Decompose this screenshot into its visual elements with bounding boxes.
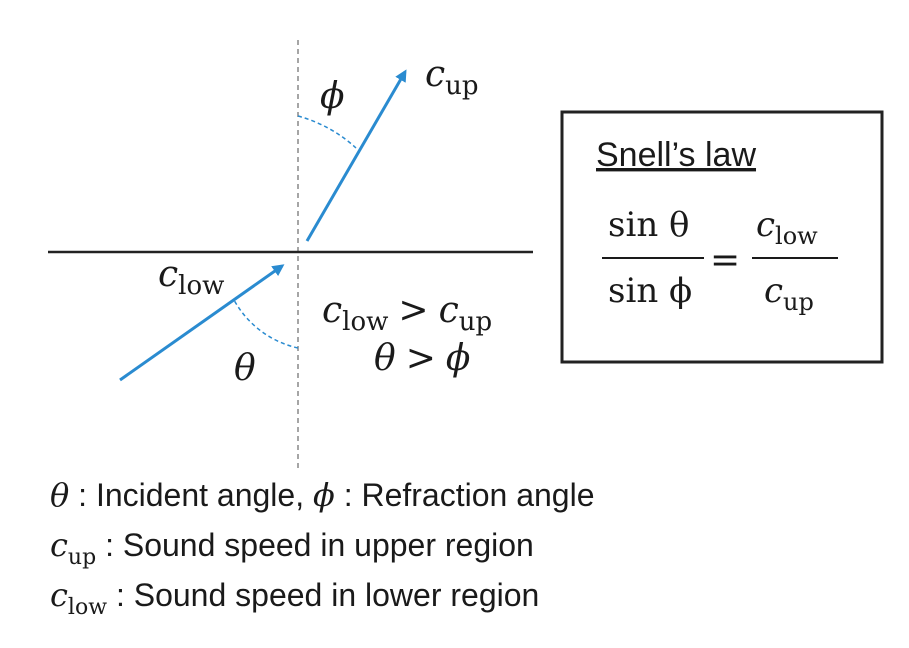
snell-law-title: Snell’s law — [596, 136, 756, 174]
legend-c-up-base: c — [50, 526, 68, 564]
snell-law-box — [560, 110, 884, 364]
legend-c-up-sub: up — [67, 545, 97, 570]
fraction-right-numerator: clow — [756, 205, 818, 250]
legend-c-low-text: : Sound speed in lower region — [107, 577, 540, 613]
legend-incident-text: : Incident angle, — [69, 477, 313, 513]
legend-refraction-text: : Refraction angle — [334, 477, 595, 513]
legend-c-up-text: : Sound speed in upper region — [96, 527, 534, 563]
legend-line-c-low: clow : Sound speed in lower region — [50, 570, 870, 620]
fraction-left-numerator: sin θ — [608, 205, 690, 245]
legend-theta: θ — [50, 476, 70, 514]
refraction-angle-arc — [297, 115, 357, 149]
fraction-left-denominator: sin ϕ — [608, 271, 692, 311]
theta-label: θ — [234, 348, 256, 389]
incident-ray — [119, 264, 285, 382]
legend-line-c-up: cup : Sound speed in upper region — [50, 520, 870, 570]
legend-c-low-sub: low — [67, 595, 108, 620]
legend-line-angles: θ : Incident angle, ϕ : Refraction angle — [50, 470, 870, 520]
fraction-right-denominator: cup — [764, 271, 814, 316]
legend-c-low-base: c — [50, 576, 68, 614]
speed-inequality: clow>cup — [322, 290, 492, 337]
legend: θ : Incident angle, ϕ : Refraction angle… — [50, 470, 870, 620]
refracted-ray — [305, 69, 407, 242]
angle-inequality: θ>ϕ — [374, 338, 470, 379]
legend-phi: ϕ — [312, 476, 335, 514]
incident-angle-arc — [233, 299, 299, 349]
c-low-label: clow — [158, 254, 224, 301]
phi-label: ϕ — [320, 76, 345, 117]
equals-sign: = — [710, 240, 740, 281]
c-up-label: cup — [425, 54, 479, 101]
